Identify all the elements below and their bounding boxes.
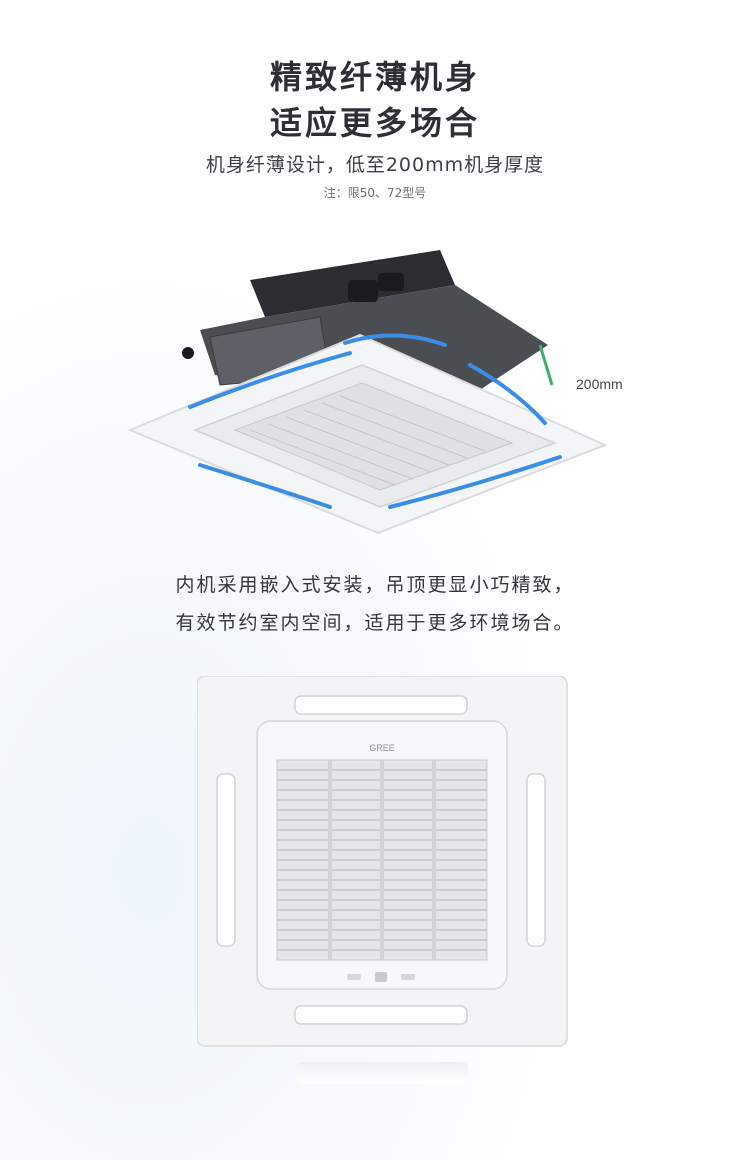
louver-bottom (294, 1005, 468, 1025)
drain-pipe (182, 347, 194, 359)
panel-reflection (296, 1062, 468, 1084)
cassette-unit-illustration (127, 250, 608, 535)
front-panel-illustration: GREE (197, 676, 568, 1047)
note: 注：限50、72型号 (323, 186, 427, 200)
airflow-arrow-bottom (388, 455, 562, 509)
airflow-arrows (188, 333, 562, 509)
indicator-right (401, 974, 415, 980)
brand-logo: GREE (369, 743, 395, 753)
pipe-connector (348, 280, 378, 302)
grille-dividers (328, 760, 436, 960)
airflow-arrow-right (468, 363, 547, 425)
description-line-1: 内机采用嵌入式安装，吊顶更显小巧精致， (175, 574, 575, 596)
grille-lines (249, 395, 486, 486)
dimension-label: 200mm (576, 376, 623, 392)
louver-top (294, 695, 468, 715)
pipe-connector-2 (378, 273, 404, 291)
description-line-2: 有效节约室内空间，适用于更多环境场合。 (175, 612, 575, 634)
thickness-marker (538, 344, 554, 386)
louver-left (216, 773, 236, 947)
airflow-arrow-top (343, 333, 447, 347)
airflow-arrow-left (198, 463, 332, 509)
indicator-center (375, 972, 387, 982)
indicator-left (347, 974, 361, 980)
subtitle: 机身纤薄设计，低至200mm机身厚度 (205, 154, 545, 176)
airflow-arrow-upper-left (188, 351, 352, 409)
title-line-1: 精致纤薄机身 (269, 58, 480, 96)
title-line-2: 适应更多场合 (269, 104, 480, 142)
louver-right (526, 773, 546, 947)
